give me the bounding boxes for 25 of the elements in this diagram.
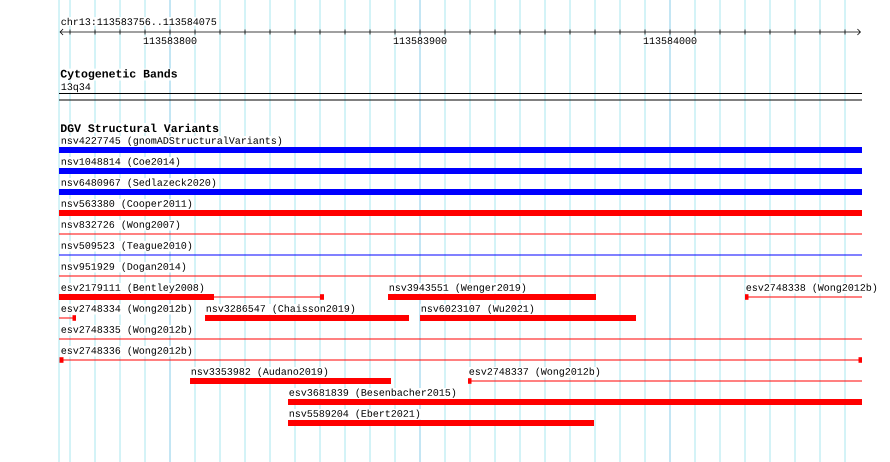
variant-label: nsv6480967 (Sedlazeck2020) xyxy=(60,178,218,188)
variant-label: nsv3943551 (Wenger2019) xyxy=(388,282,528,294)
variant-label: nsv1048814 (Coe2014) xyxy=(60,156,182,168)
tick-label: 113583800 xyxy=(142,36,198,45)
variant-label: esv2748334 (Wong2012b) xyxy=(60,304,194,314)
variant-label: nsv509523 (Teague2010) xyxy=(60,240,194,252)
variant-label: nsv951929 (Dogan2014) xyxy=(60,262,188,272)
variant-label: nsv563380 (Cooper2011) xyxy=(60,198,194,210)
track-title: DGV Structural Variants xyxy=(60,123,220,133)
variant-label: esv2748336 (Wong2012b) xyxy=(60,346,194,356)
variant-label: esv2179111 (Bentley2008) xyxy=(60,282,206,294)
variant-label: esv2748337 (Wong2012b) xyxy=(468,366,602,378)
variant-label: nsv832726 (Wong2007) xyxy=(60,220,182,230)
region-label: chr13:113583756..113584075 xyxy=(60,17,218,26)
variant-label: nsv5589204 (Ebert2021) xyxy=(288,408,422,420)
variant-label: esv2748335 (Wong2012b) xyxy=(60,324,194,336)
variant-label: nsv4227745 (gnomADStructuralVariants) xyxy=(60,136,284,146)
variant-label: esv2748338 (Wong2012b) xyxy=(745,282,878,294)
variant-label: nsv3353982 (Audano2019) xyxy=(190,366,330,378)
band-label: 13q34 xyxy=(60,82,92,93)
variant-label: esv3681839 (Besenbacher2015) xyxy=(288,388,458,398)
tick-label: 113583900 xyxy=(392,36,448,45)
tick-label: 113584000 xyxy=(642,36,698,45)
variant-label: nsv6023107 (Wu2021) xyxy=(420,304,536,314)
variant-label: nsv3286547 (Chaisson2019) xyxy=(205,304,356,314)
